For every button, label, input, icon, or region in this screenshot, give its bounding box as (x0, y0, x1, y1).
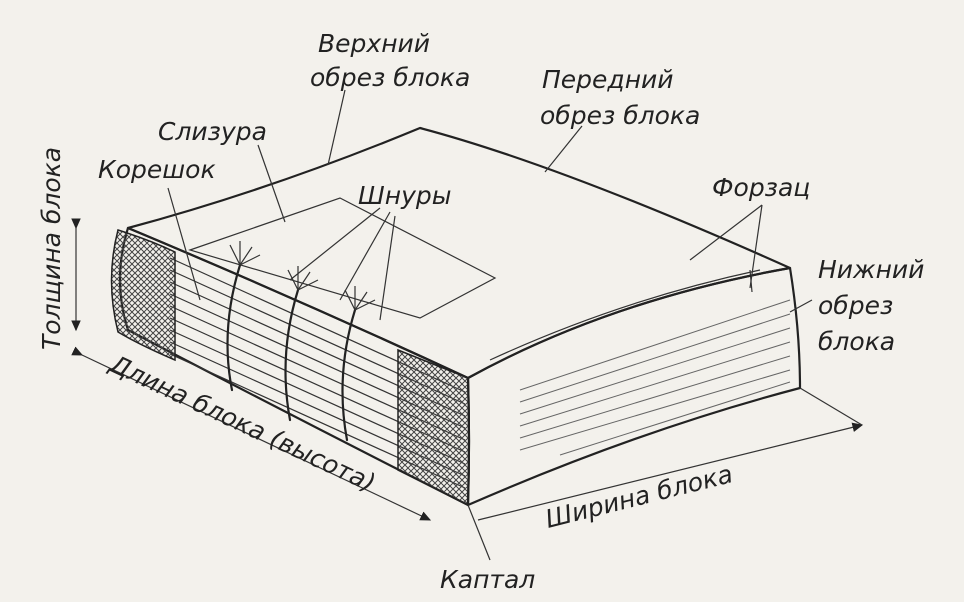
label-bottom-edge-line2: обрез (818, 291, 893, 320)
label-cords: Шнуры (358, 181, 451, 210)
width-ext (799, 387, 863, 426)
label-bottom-edge-line1: Нижний (818, 255, 924, 284)
label-top-edge-line2: обрез блока (310, 63, 470, 92)
bottom-edge-face (466, 266, 802, 507)
headband-top (110, 229, 176, 362)
length-dim (71, 346, 432, 521)
label-top-edge-line1: Верхний (318, 29, 430, 58)
label-spine: Корешок (98, 155, 216, 184)
label-bottom-edge-line3: блока (818, 327, 895, 356)
width-dim (477, 422, 864, 521)
label-headband: Каптал (440, 565, 535, 594)
leader-lines (167, 89, 813, 561)
endpaper-flap (489, 269, 761, 361)
cord-tufts (229, 241, 376, 311)
label-endpaper: Форзац (712, 173, 810, 202)
edge-page-lines (519, 299, 791, 456)
label-front-edge-line1: Передний (542, 65, 674, 94)
label-thickness: Толщина блока (37, 147, 66, 350)
label-front-edge-line2: обрез блока (540, 101, 700, 130)
label-slizura: Слизура (158, 117, 267, 146)
